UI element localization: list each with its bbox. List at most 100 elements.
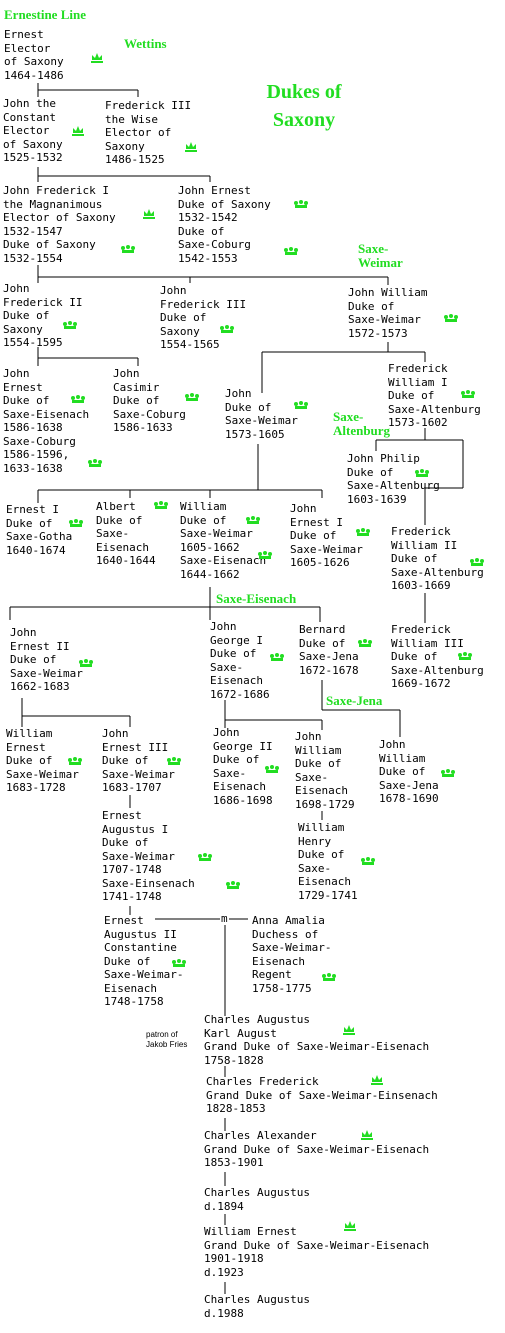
person-line: Duke of — [6, 516, 53, 530]
person-line: John — [225, 387, 252, 400]
person-line: Saxe-Einsenach — [102, 876, 195, 890]
coronet-icon — [322, 973, 336, 981]
person-line: Saxe-Weimar — [225, 414, 298, 427]
coronet-icon — [68, 757, 82, 765]
person-line: Grand Duke of Saxe-Weimar-Eisenach — [204, 1040, 430, 1053]
person-line: Saxe-Weimar — [348, 313, 421, 326]
person-line: 1486-1525 — [105, 153, 165, 166]
label-saxe-weimar: Saxe- Weimar — [358, 242, 403, 270]
person-line: Eisenach — [213, 780, 266, 793]
person-line: 1586-1638 — [3, 421, 63, 434]
person-line: Elector of — [105, 126, 172, 139]
coronet-icon — [167, 757, 181, 765]
person-line: of Saxony — [4, 55, 64, 68]
person-line: Regent — [252, 968, 292, 981]
coronet-icon — [198, 853, 212, 861]
person-line: Saxe-Coburg — [113, 407, 186, 421]
crown-icon — [343, 1025, 355, 1035]
person-line: Saxe-Gotha — [6, 530, 73, 543]
coronet-icon — [441, 769, 455, 777]
person-line: Saxe-Weimar — [102, 767, 175, 781]
person-line: 1758-1775 — [252, 981, 312, 995]
person-line: Saxe-Jena — [299, 650, 359, 663]
note-patron-of-jakob-fries: patron of Jakob Fries — [146, 1030, 187, 1050]
person-line: 1672-1678 — [299, 663, 359, 677]
person-line: John Philip — [347, 452, 420, 465]
person-line: 1572-1573 — [348, 326, 408, 340]
coronet-icon — [284, 247, 298, 255]
label-saxe-eisenach: Saxe-Eisenach — [216, 591, 297, 606]
person-line: Duke of — [10, 653, 57, 666]
person-line: 1707-1748 — [102, 863, 162, 876]
label-saxe-weimar-line2: Weimar — [358, 255, 403, 270]
person-line: Saxe- — [295, 770, 329, 784]
person-line: Saxe-Eisenach — [3, 407, 90, 421]
person-line: Duchess of — [252, 927, 319, 941]
person-line: Charles Frederick — [206, 1075, 319, 1088]
person-line: William III — [391, 636, 464, 650]
person-line: John — [379, 738, 406, 751]
person-line: 1640-1644 — [96, 554, 156, 567]
person-line: Saxe- — [210, 660, 244, 674]
person-line: Duke of — [3, 309, 50, 322]
person-line: Karl August — [204, 1026, 277, 1040]
person-line: 1828-1853 — [206, 1102, 266, 1115]
coronet-icon — [63, 321, 77, 329]
person-line: Saxe-Altenburg — [391, 663, 484, 677]
person-line: 1683-1707 — [102, 781, 162, 794]
person-line: Ernest I — [6, 503, 59, 516]
person-line: Saxe-Eisenach — [180, 554, 267, 567]
person-line: Ernest — [3, 380, 43, 394]
person-line: 1640-1674 — [6, 543, 66, 557]
person-line: d.1894 — [204, 1199, 244, 1213]
person-line: Charles Augustus — [204, 1186, 310, 1199]
person-line: 1669-1672 — [391, 677, 451, 690]
coronet-icon — [461, 390, 475, 398]
person-line: Charles Augustus — [204, 1013, 310, 1026]
person-line: Duke of — [160, 311, 207, 324]
person-line: 1554-1565 — [160, 338, 220, 351]
person-line: 1686-1698 — [213, 793, 273, 807]
person-line: Saxe-Weimar — [102, 849, 175, 863]
person-line: Casimir — [113, 380, 160, 394]
coronet-icon — [444, 314, 458, 322]
person-line: John — [10, 626, 37, 639]
